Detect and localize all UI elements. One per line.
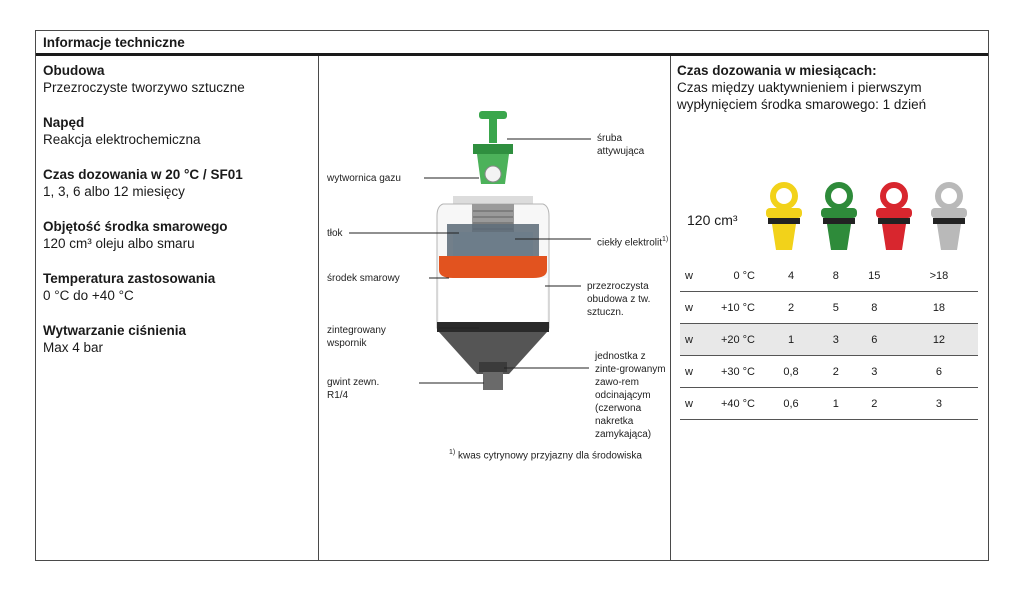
table-row: w 0 °C 4 8 15 >18: [680, 260, 978, 292]
table-cell: 3: [899, 387, 978, 420]
lubricator-diagram: [349, 111, 591, 390]
spec-label: Napęd: [43, 115, 85, 130]
table-cell: w: [680, 323, 707, 356]
volume-label: 120 cm³: [687, 212, 738, 228]
spec-value: Max 4 bar: [43, 340, 104, 355]
table-cell: 3: [848, 355, 900, 388]
table-cell: w: [680, 387, 707, 420]
spec-housing: Obudowa Przezroczyste tworzywo sztuczne: [43, 62, 313, 96]
section-header: Informacje techniczne: [36, 31, 988, 56]
spec-value: 1, 3, 6 albo 12 miesięcy: [43, 184, 185, 199]
label-external-thread: gwint zewn. R1/4: [327, 377, 380, 401]
table-cell: 2: [759, 291, 823, 324]
spec-label: Obudowa: [43, 63, 105, 78]
table-row: w +30 °C 0,8 2 3 6: [680, 355, 978, 388]
column-divider: [670, 56, 671, 560]
table-cell: w: [680, 291, 707, 324]
table-cell: 15: [848, 260, 900, 292]
table-cell: 8: [823, 260, 849, 292]
spec-volume: Objętość środka smarowego 120 cm³ oleju …: [43, 218, 313, 252]
table-cell: 3: [823, 323, 849, 356]
spec-label: Czas dozowania w 20 °C / SF01: [43, 167, 243, 182]
spec-label: Objętość środka smarowego: [43, 219, 228, 234]
table-cell: 0 °C: [707, 260, 759, 292]
table-cell: 6: [848, 323, 900, 356]
table-cell: 4: [759, 260, 823, 292]
table-cell: +20 °C: [707, 323, 759, 356]
label-lubricant: środek smarowy: [327, 273, 400, 284]
table-cell: 18: [899, 291, 978, 324]
table-cell: +30 °C: [707, 355, 759, 388]
dosing-title: Czas dozowania w miesiącach:: [677, 63, 877, 78]
table-row: w +20 °C 1 3 6 12: [680, 323, 978, 356]
label-valve-unit: jednostka z zinte-growanym zawo-rem odci…: [595, 351, 666, 440]
spec-drive: Napęd Reakcja elektrochemiczna: [43, 114, 313, 148]
section-title: Informacje techniczne: [43, 35, 185, 50]
label-integrated-bracket: zintegrowany wspornik: [327, 325, 386, 349]
table-cell: 6: [899, 355, 978, 388]
dosing-subtitle: Czas między uaktywnieniem i pierwszym wy…: [677, 80, 927, 112]
table-cell: 0,8: [759, 355, 823, 388]
table-row: w +10 °C 2 5 8 18: [680, 291, 978, 324]
dosing-table: w 0 °C 4 8 15 >18 w +10 °C 2 5 8 18 w +2…: [680, 260, 978, 420]
label-gas-generator: wytwornica gazu: [327, 173, 401, 184]
spec-value: Reakcja elektrochemiczna: [43, 132, 201, 147]
spec-temperature: Temperatura zastosowania 0 °C do +40 °C: [43, 270, 313, 304]
dosing-column: Czas dozowania w miesiącach: Czas między…: [677, 62, 982, 420]
label-electrolyte: ciekły elektrolit1): [597, 236, 669, 249]
table-cell: 1: [759, 323, 823, 356]
table-cell: 5: [823, 291, 849, 324]
leader-lines: [349, 138, 591, 384]
table-cell: +10 °C: [707, 291, 759, 324]
table-cell: 2: [823, 355, 849, 388]
spec-pressure: Wytwarzanie ciśnienia Max 4 bar: [43, 322, 313, 356]
activation-screw-illustration: [473, 111, 513, 184]
footnote: 1) kwas cytrynowy przyjazny dla środowis…: [449, 449, 642, 462]
table-cell: 12: [899, 323, 978, 356]
table-cell: >18: [899, 260, 978, 292]
spec-value: 120 cm³ oleju albo smaru: [43, 236, 195, 251]
spec-value: Przezroczyste tworzywo sztuczne: [43, 80, 245, 95]
table-cell: 0,6: [759, 387, 823, 420]
yellow-cap-icon: [766, 182, 802, 250]
label-piston: tłok: [327, 228, 343, 239]
cap-variants: [766, 182, 967, 250]
column-divider: [318, 56, 319, 560]
spec-label: Wytwarzanie ciśnienia: [43, 323, 187, 338]
label-transparent-housing: przezroczysta obudowa z tw. sztuczn.: [587, 281, 651, 318]
table-cell: 8: [848, 291, 900, 324]
specs-column: Obudowa Przezroczyste tworzywo sztuczne …: [43, 62, 313, 374]
table-cell: w: [680, 260, 707, 292]
spec-dosing-time: Czas dozowania w 20 °C / SF01 1, 3, 6 al…: [43, 166, 313, 200]
table-cell: w: [680, 355, 707, 388]
diagram-column: śruba attywująca wytwornica gazu tłok ci…: [319, 56, 670, 561]
spec-label: Temperatura zastosowania: [43, 271, 216, 286]
table-cell: 1: [823, 387, 849, 420]
spec-value: 0 °C do +40 °C: [43, 288, 134, 303]
table-cell: 2: [848, 387, 900, 420]
green-cap-icon: [821, 182, 857, 250]
technical-info-sheet: Informacje techniczne Obudowa Przezroczy…: [35, 30, 989, 561]
table-row: w +40 °C 0,6 1 2 3: [680, 387, 978, 420]
red-cap-icon: [876, 182, 912, 250]
housing-illustration: [436, 196, 550, 390]
table-cell: +40 °C: [707, 387, 759, 420]
label-activation-screw: śruba attywująca: [597, 133, 645, 157]
grey-cap-icon: [931, 182, 967, 250]
